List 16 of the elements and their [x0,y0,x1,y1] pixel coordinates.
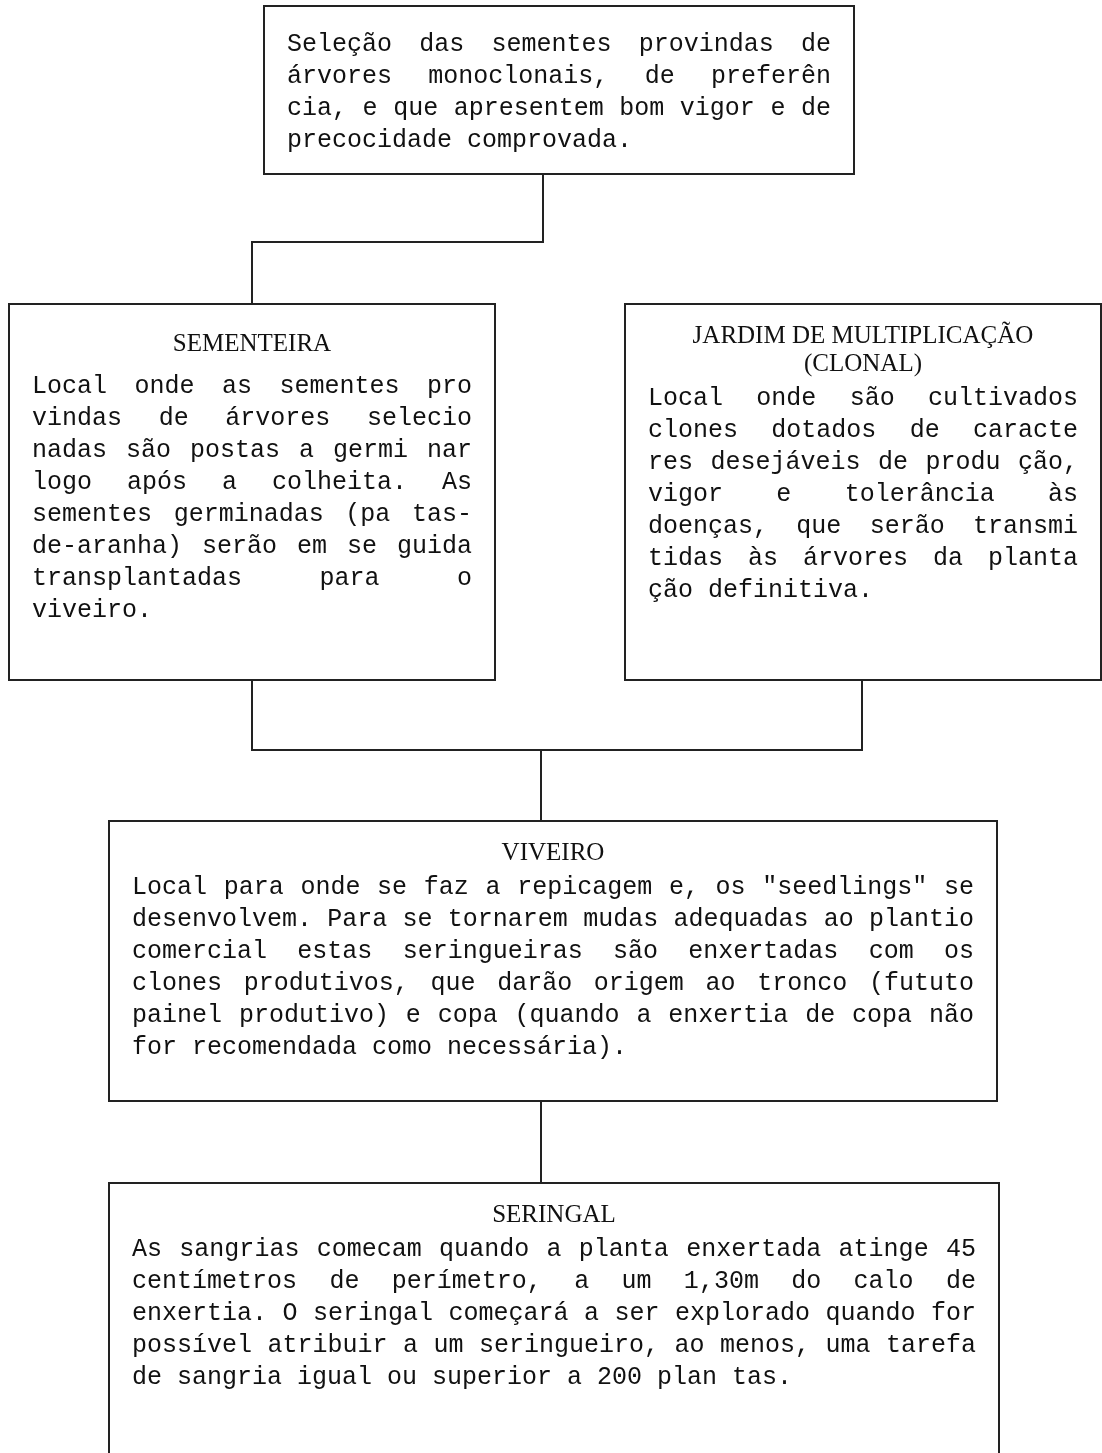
box-heading: VIVEIRO [500,838,606,866]
connector-line [540,1101,542,1183]
connector-line [251,174,544,304]
process-box [8,303,496,681]
process-box [108,820,998,1102]
box-description: Local onde as sementes pro vindas de árvores selecio nadas são postas a germi nar logo após a colheita. As sementes germinadas (pa tas-de-aranha) serão em se guida transplantadas para o viveiro. [32,371,472,627]
box-description: Local para onde se faz a repicagem e, os "seedlings" se desenvolvem. Para se tornarem mudas adequadas ao plantio comercial estas seringueiras são enxertadas com os clones produtivos, que darão origem ao tronco (fututo painel produtivo) e copa (quando a enxertia de copa não for recomendada como necessária). [132,872,974,1064]
box-heading: SERINGAL [491,1200,617,1228]
box-heading: JARDIM DE MULTIPLICAÇÃO (CLONAL) [691,321,1035,377]
box-description: Seleção das sementes provindas de árvores monoclonais, de preferên cia, e que apresentem bom vigor e de precocidade comprovada. [287,29,831,157]
box-description: Local onde são cultivados clones dotados de caracte res desejáveis de produ ção, vigor e tolerância às doenças, que serão transmi tidas às árvores da planta ção definitiva. [648,383,1078,607]
box-description: As sangrias comecam quando a planta enxertada atinge 45 centímetros de perímetro, a um 1,30m do calo de enxertia. O seringal começará a ser explorado quando for possível atribuir a um seringueiro, ao menos, uma tarefa de sangria igual ou superior a 200 plan tas. [132,1234,976,1394]
process-box [624,303,1102,681]
process-box [108,1182,1000,1453]
box-heading: SEMENTEIRA [171,329,333,357]
selection-box [263,5,855,175]
